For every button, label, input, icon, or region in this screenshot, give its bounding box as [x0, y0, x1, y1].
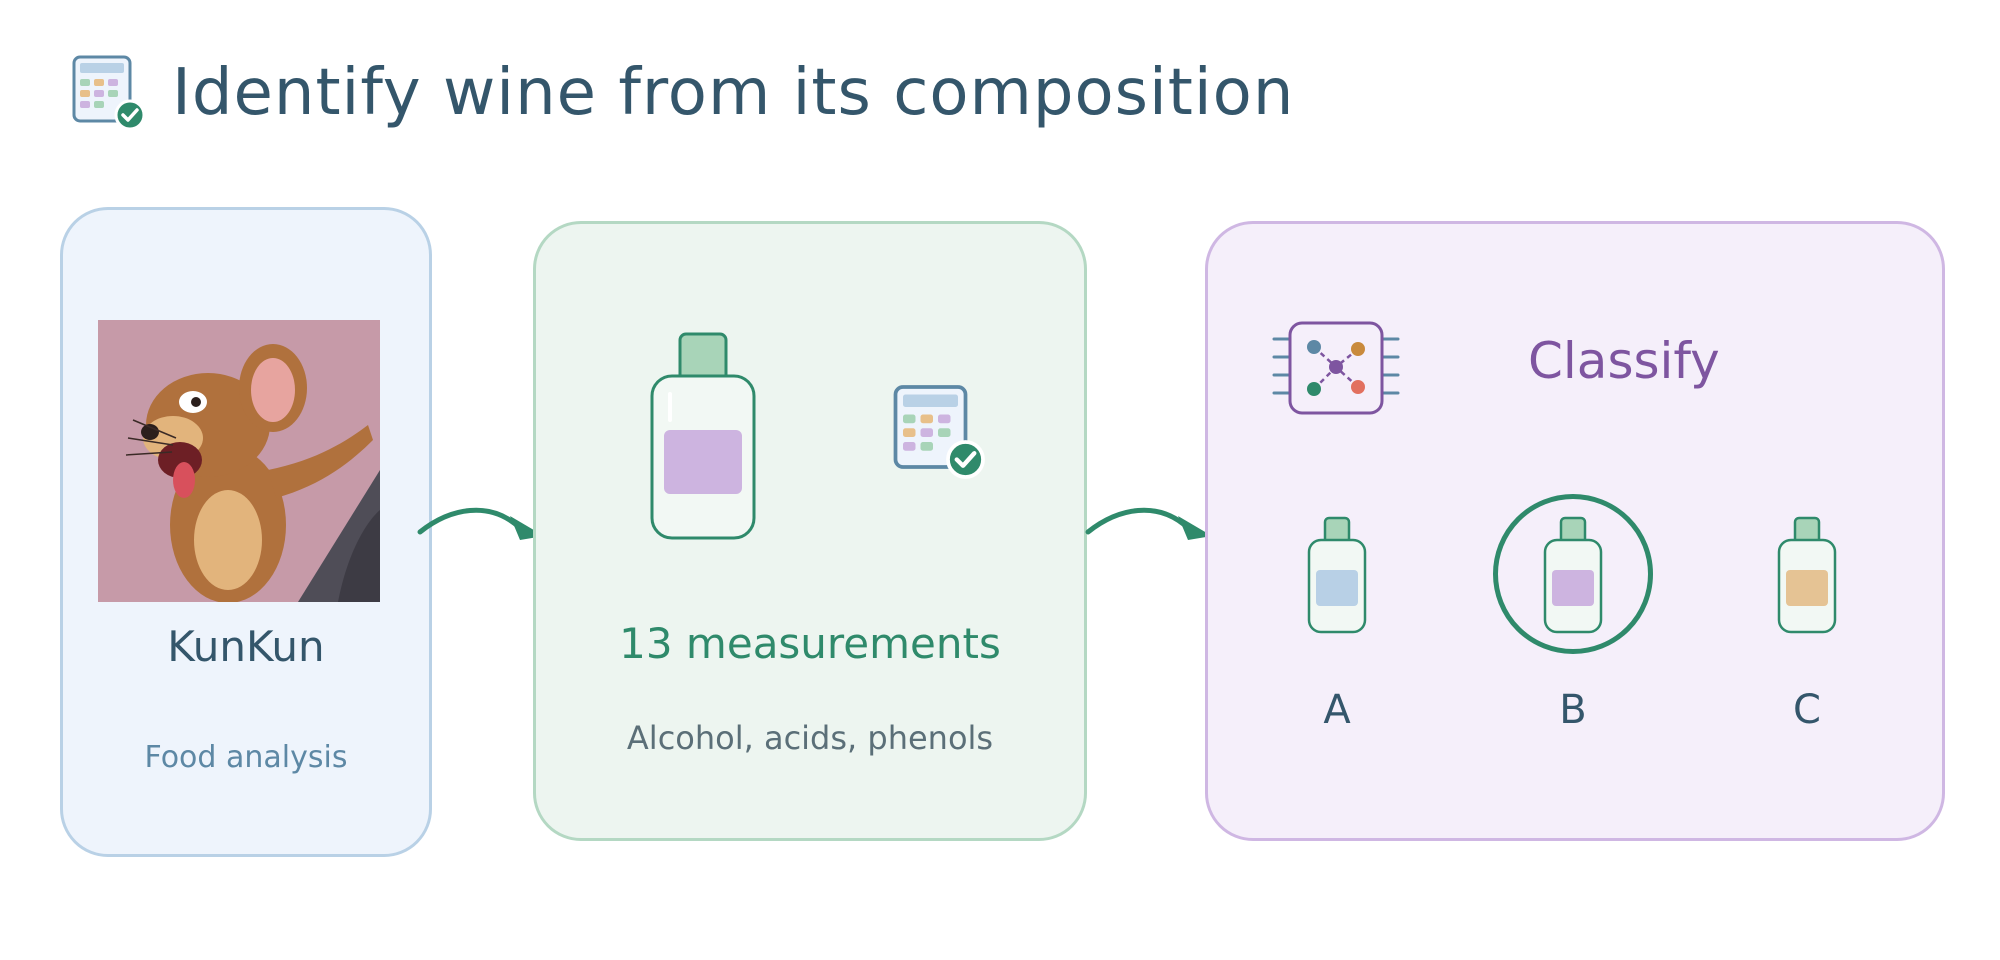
source-caption: Food analysis	[144, 740, 348, 775]
title-row: Identify wine from its composition	[68, 48, 1294, 138]
calculator-check-icon	[893, 385, 985, 479]
class-label-a: A	[1323, 687, 1351, 733]
measurements-panel: 13 measurements Alcohol, acids, phenols	[533, 221, 1087, 841]
source-panel: KunKun Food analysis	[60, 207, 432, 857]
bottle-icon-c	[1777, 516, 1837, 634]
classify-title: Classify	[1528, 332, 1720, 390]
measurement-detail: Alcohol, acids, phenols	[626, 719, 994, 757]
bottle-icon	[650, 332, 756, 540]
selected-class-ring	[1493, 494, 1653, 654]
classifier-chip-icon	[1272, 321, 1400, 415]
calculator-check-icon	[72, 55, 146, 131]
arrow-right-icon	[417, 507, 544, 540]
page-title: Identify wine from its composition	[172, 56, 1295, 130]
measurement-count: 13 measurements	[619, 619, 1001, 668]
bottle-icon-b	[1543, 516, 1603, 634]
classify-panel: Classify A B C	[1205, 221, 1945, 841]
class-label-c: C	[1793, 687, 1821, 733]
bottle-icon-a	[1307, 516, 1367, 634]
source-name: KunKun	[167, 622, 325, 671]
cartoon-mouse-photo	[98, 320, 380, 602]
class-label-b: B	[1559, 687, 1587, 733]
arrow-right-icon	[1085, 507, 1212, 540]
